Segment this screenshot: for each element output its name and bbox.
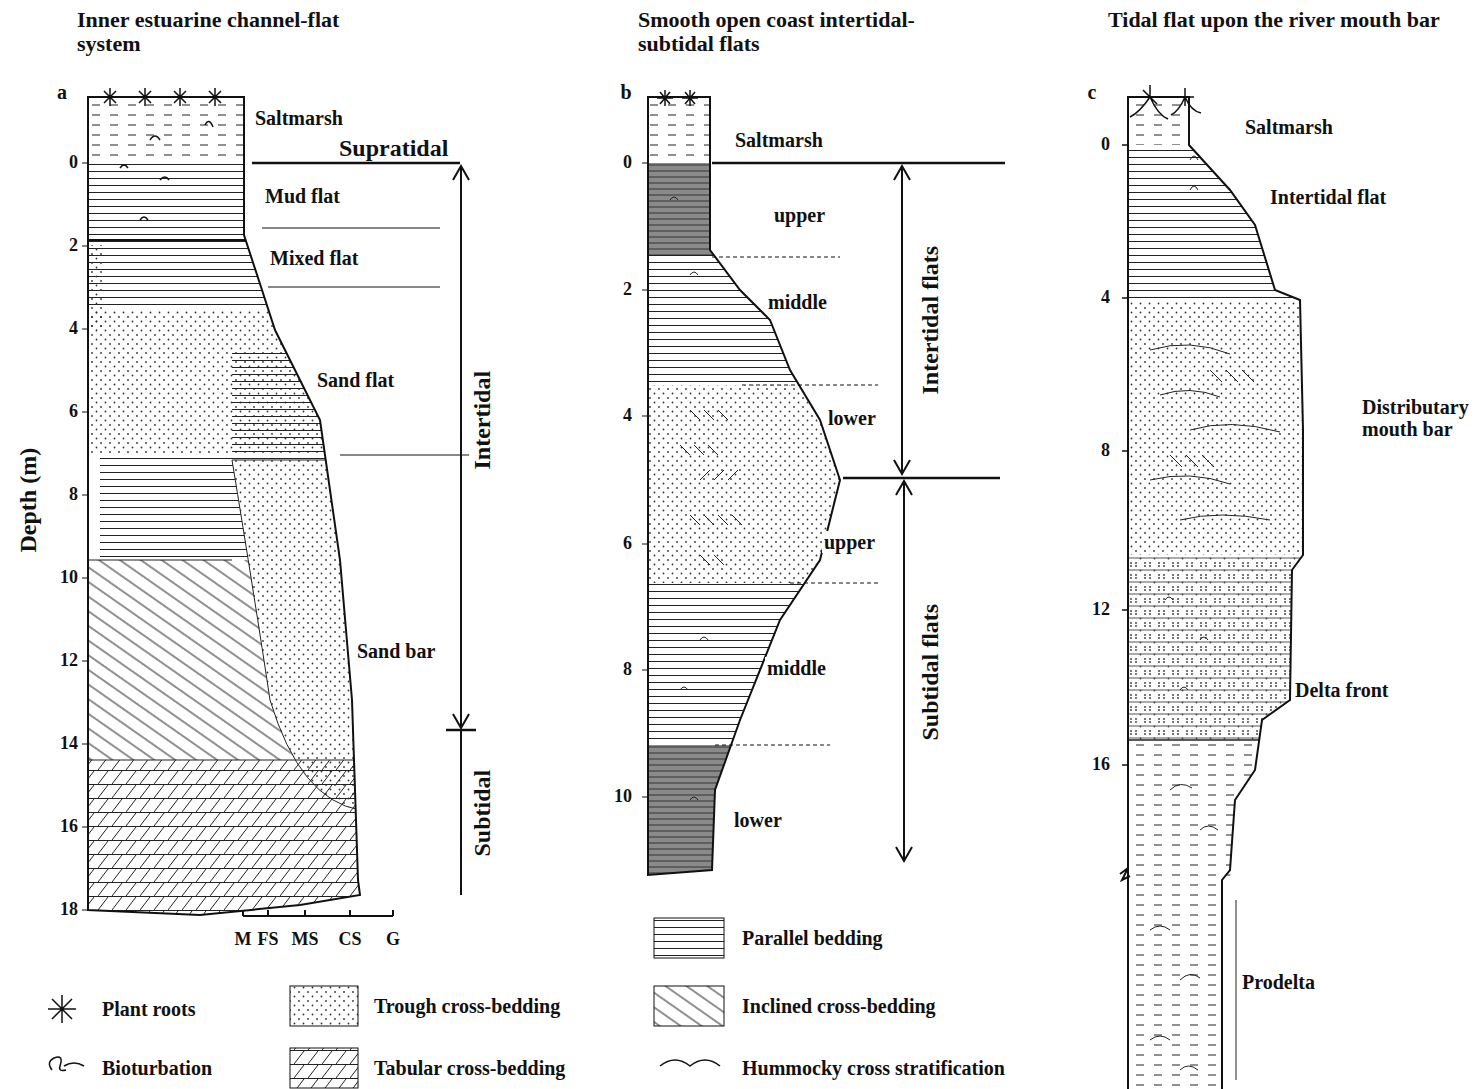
legend-text: Parallel bedding	[740, 927, 885, 949]
depth-tick: 10	[58, 568, 80, 588]
depth-tick: 16	[58, 817, 80, 837]
facies-label: Saltmarsh	[1243, 116, 1335, 138]
facies-label: middle	[766, 291, 829, 313]
facies-label: Saltmarsh	[733, 129, 825, 151]
depth-tick: 16	[1090, 755, 1112, 775]
depth-tick: 0	[1099, 135, 1112, 155]
depth-tick: 8	[1099, 441, 1112, 461]
depth-tick: 4	[67, 319, 80, 339]
facies-label: Depth (m)	[15, 446, 41, 555]
facies-label: Subtidal flats	[917, 602, 943, 743]
depth-tick: 8	[621, 660, 634, 680]
facies-label: Intertidal	[469, 369, 495, 472]
facies-label: Distributary mouth bar	[1360, 396, 1474, 440]
depth-tick: 4	[621, 406, 634, 426]
depth-tick: 0	[621, 153, 634, 173]
facies-label: G	[384, 930, 402, 950]
facies-label: FS	[255, 930, 280, 950]
facies-label: Prodelta	[1240, 971, 1317, 993]
facies-label: c	[1086, 81, 1099, 103]
legend-text: Bioturbation	[100, 1057, 214, 1079]
column-heading: Inner estuarine channel-flat system	[75, 8, 379, 56]
facies-label: Intertidal flat	[1268, 186, 1388, 208]
facies-label: middle	[765, 657, 828, 679]
facies-label: lower	[826, 407, 878, 429]
column-heading: Tidal flat upon the river mouth bar	[1106, 8, 1450, 32]
facies-label: a	[55, 81, 69, 103]
depth-tick: 10	[612, 787, 634, 807]
facies-label: Mud flat	[263, 185, 342, 207]
column-heading: Smooth open coast intertidal-subtidal fl…	[636, 8, 980, 56]
facies-label: Supratidal	[337, 135, 450, 161]
facies-label: b	[618, 81, 633, 103]
depth-tick: 12	[58, 651, 80, 671]
facies-label: CS	[336, 930, 363, 950]
facies-label: Subtidal	[469, 768, 495, 859]
depth-tick: 18	[58, 900, 80, 920]
facies-label: Mixed flat	[268, 247, 360, 269]
facies-label: upper	[822, 531, 877, 553]
facies-label: Sand flat	[315, 369, 396, 391]
facies-label: Sand bar	[355, 640, 437, 662]
depth-tick: 2	[621, 280, 634, 300]
depth-tick: 4	[1099, 288, 1112, 308]
facies-label: lower	[732, 809, 784, 831]
depth-tick: 14	[58, 734, 80, 754]
legend-text: Inclined cross-bedding	[740, 995, 938, 1017]
facies-label: Saltmarsh	[253, 107, 345, 129]
depth-tick: 6	[67, 402, 80, 422]
depth-tick: 0	[67, 153, 80, 173]
depth-tick: 12	[1090, 600, 1112, 620]
legend-text: Trough cross-bedding	[372, 995, 562, 1017]
facies-label: M	[233, 930, 254, 950]
legend-text: Hummocky cross stratification	[740, 1057, 1007, 1079]
depth-tick: 6	[621, 534, 634, 554]
legend-text: Tabular cross-bedding	[372, 1057, 567, 1079]
depth-tick: 2	[67, 236, 80, 256]
legend-text: Plant roots	[100, 998, 198, 1020]
facies-label: Delta front	[1293, 679, 1391, 701]
facies-label: MS	[290, 930, 321, 950]
facies-label: Intertidal flats	[917, 244, 943, 397]
depth-tick: 8	[67, 485, 80, 505]
facies-label: upper	[772, 204, 827, 226]
